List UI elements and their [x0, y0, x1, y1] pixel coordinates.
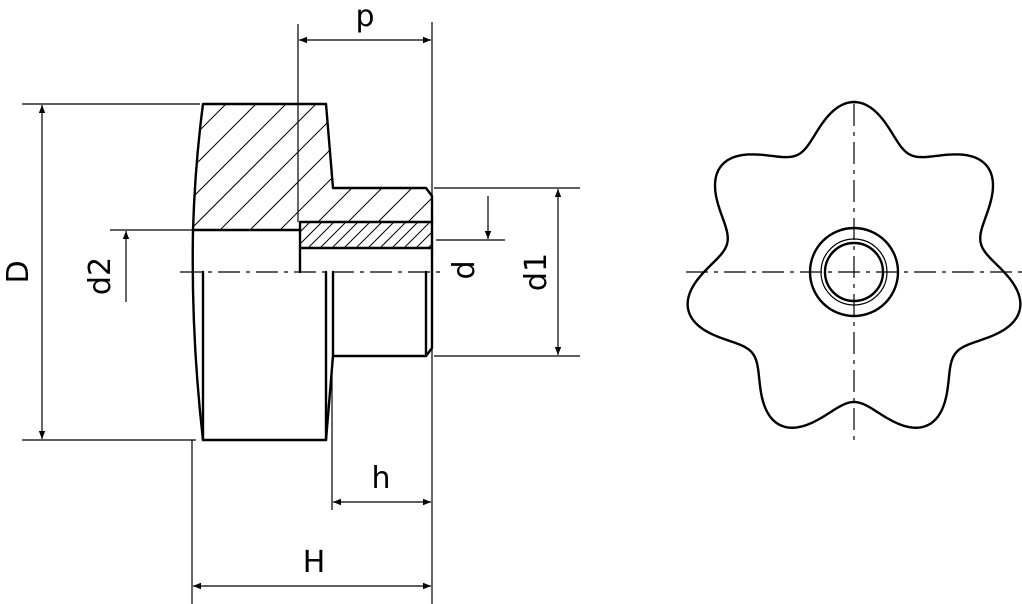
front-view: [686, 100, 1022, 440]
bore-circle: [823, 241, 885, 303]
dimension-lines: [38, 36, 562, 590]
label-p: p: [355, 0, 374, 34]
label-d: d: [447, 260, 482, 279]
thread-circle: [820, 238, 888, 306]
label-H: H: [303, 545, 326, 580]
part-outline: [191, 102, 434, 442]
label-D: D: [1, 260, 36, 283]
side-section-view: p D d2 d d1 h H: [1, 0, 580, 604]
hub-outer-circle: [808, 226, 900, 318]
extension-lines: [22, 22, 580, 604]
dimension-labels: p D d2 d d1 h H: [1, 0, 554, 580]
label-d1: d1: [519, 253, 554, 291]
label-h: h: [371, 461, 390, 496]
hatched-section: [193, 104, 432, 248]
label-d2: d2: [83, 257, 118, 295]
